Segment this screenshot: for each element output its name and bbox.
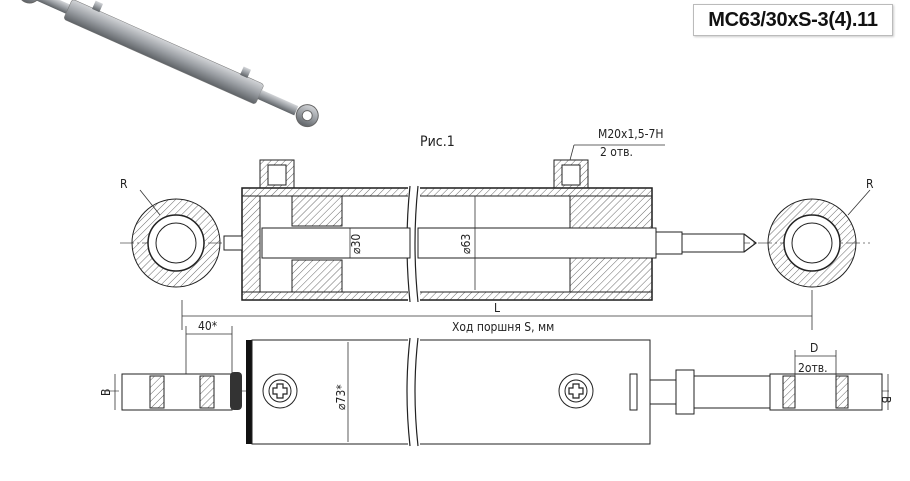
section-view (120, 144, 871, 330)
thread-callout: M20x1,5-7H (598, 127, 663, 141)
rod-diameter-label: ⌀30 (349, 234, 363, 254)
side-view (105, 326, 890, 448)
width-right-label: B (879, 396, 893, 403)
length-label: L (494, 301, 500, 315)
pin-holes-label: 2отв. (798, 361, 828, 375)
width-left-label: B (99, 389, 113, 396)
stroke-label: Ход поршня S, мм (452, 320, 554, 334)
figure-label: Рис.1 (420, 134, 455, 150)
radius-left-label: R (120, 177, 128, 191)
cylinder-3d-model (18, 0, 319, 128)
model-title: MC63/30xS-3(4).11 (693, 4, 893, 36)
bore-diameter-label: ⌀63 (459, 234, 473, 254)
offset-label: 40* (198, 319, 218, 333)
radius-right-label: R (866, 177, 874, 191)
holes-callout: 2 отв. (600, 145, 633, 159)
outer-diameter-label: ⌀73* (334, 384, 348, 410)
pin-diameter-label: D (810, 341, 818, 355)
